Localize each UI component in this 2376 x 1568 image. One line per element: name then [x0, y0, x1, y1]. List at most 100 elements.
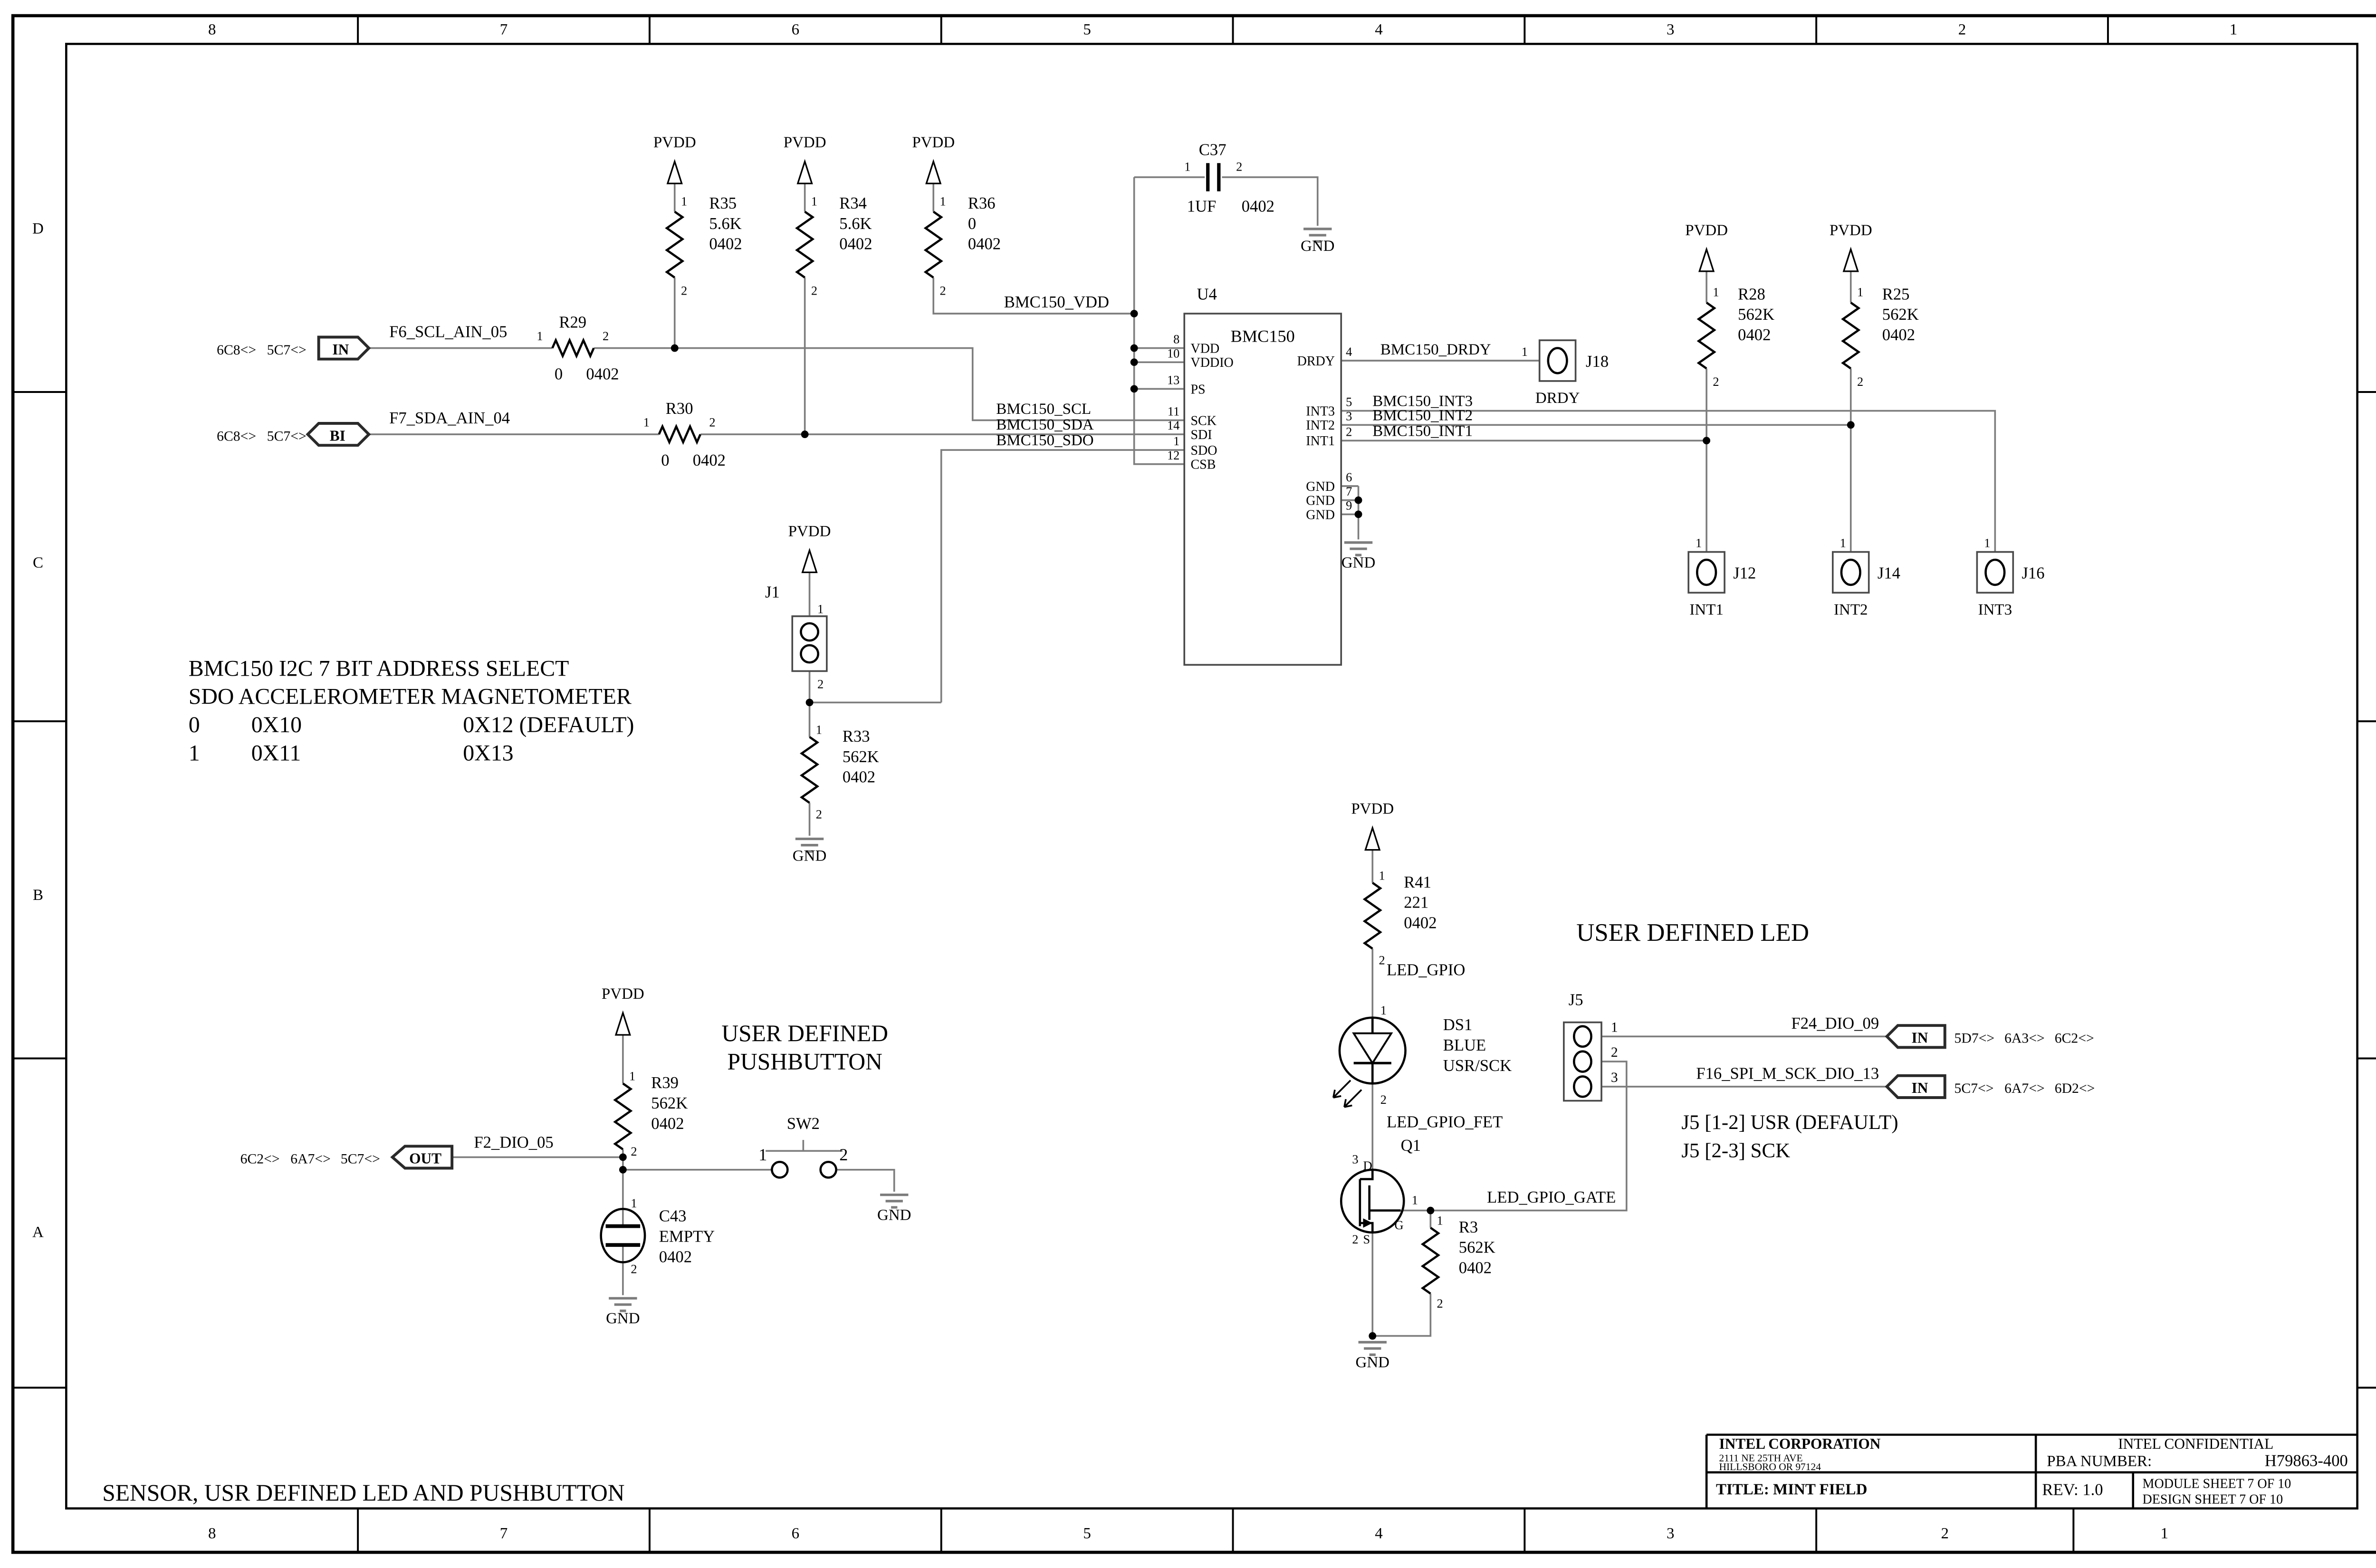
flag-in-j5p3-label: IN [1912, 1080, 1928, 1096]
u4-num-10: 10 [1167, 346, 1179, 360]
r25-fp: 0402 [1882, 326, 1915, 344]
components [552, 163, 2013, 1293]
pvdd-r39: PVDD [602, 985, 644, 1003]
r34-p2: 2 [811, 283, 817, 297]
xref-f16-2: 6A7<> [2004, 1081, 2045, 1096]
q1-ref: Q1 [1401, 1137, 1421, 1155]
pvdd-r35: PVDD [653, 134, 696, 151]
resistor-r28 [1699, 303, 1715, 369]
u4-ref: U4 [1197, 285, 1217, 303]
wire-net-sdo [809, 449, 1185, 704]
note-addr-r1c2: 0X10 [251, 712, 302, 737]
resistor-r34 [797, 212, 813, 278]
xref-f24-2: 6A3<> [2004, 1031, 2045, 1046]
r39-val: 562K [651, 1094, 688, 1112]
note-user-led: USER DEFINED LED [1576, 919, 1809, 947]
net-f24-dio-09: F24_DIO_09 [1791, 1014, 1879, 1033]
u4-pin-sdi: SDI [1190, 428, 1212, 442]
switch-sw2 [766, 1140, 843, 1179]
net-f2-dio-05: F2_DIO_05 [474, 1134, 553, 1152]
flag-bi-sda [306, 422, 371, 447]
u4-pin-int3: INT3 [1306, 404, 1335, 419]
pvdd-symbol [1698, 249, 1715, 272]
net-bmc150-int1: BMC150_INT1 [1372, 422, 1473, 440]
col-bot-4: 4 [1375, 1525, 1383, 1542]
tb-addr1: 2111 NE 25TH AVE [1719, 1453, 1803, 1464]
flag-in-j5p3 [1885, 1074, 1946, 1099]
pvdd-symbol [1843, 249, 1859, 272]
tb-confidential: INTEL CONFIDENTIAL [2118, 1435, 2273, 1452]
note-pushbutton-2: PUSHBUTTON [727, 1049, 882, 1075]
u4-num-3: 3 [1346, 409, 1352, 423]
note-addr-r2c1: 1 [189, 741, 200, 766]
u4-num-1: 1 [1173, 434, 1179, 448]
r36-p2: 2 [939, 283, 946, 297]
col-bot-6: 6 [792, 1525, 800, 1542]
wire-net-scl [369, 347, 1185, 421]
note-pushbutton-1: USER DEFINED [721, 1020, 888, 1046]
col-top-5: 5 [1083, 21, 1091, 38]
u4-pin-sck: SCK [1190, 413, 1217, 428]
note-addr-line2: SDO ACCELEROMETER MAGNETOMETER [189, 684, 632, 709]
j18-name: DRDY [1535, 390, 1580, 407]
gnd-symbol [880, 1195, 908, 1207]
wire-r36-bmc150-vdd [932, 183, 1134, 315]
resistor-r36 [926, 212, 941, 278]
tb-rev: REV: 1.0 [2042, 1481, 2103, 1499]
connector-j16 [1977, 552, 2013, 593]
r36-fp: 0402 [968, 235, 1001, 253]
c37-ref: C37 [1199, 141, 1226, 159]
flag-out-f2-label: OUT [409, 1150, 441, 1167]
pvdd-symbol [925, 161, 941, 184]
pvdd-r34: PVDD [784, 134, 826, 151]
net-bmc150-int2: BMC150_INT2 [1372, 407, 1473, 424]
r29-fp: 0402 [586, 365, 619, 383]
j14-ref: J14 [1878, 564, 1900, 583]
resistor-r29 [552, 340, 594, 356]
capacitor-c43 [600, 1207, 646, 1263]
tb-design-sheet: DESIGN SHEET 7 OF 10 [2143, 1492, 2283, 1507]
r34-p1: 1 [811, 194, 817, 208]
wire-net-gate [1400, 1061, 1628, 1212]
sheet-border [11, 14, 2376, 1554]
r39-p1: 1 [629, 1069, 635, 1083]
u4-pin-drdy: DRDY [1297, 354, 1335, 369]
col-bot-3: 3 [1667, 1525, 1675, 1542]
u4-num-8: 8 [1173, 332, 1179, 346]
wire-vddio-rail [1133, 177, 1185, 465]
c37-fp: 0402 [1242, 198, 1274, 216]
row-left-D: D [32, 220, 44, 238]
c43-p1: 1 [631, 1196, 637, 1210]
r35-p1: 1 [681, 194, 687, 208]
col-top-7: 7 [500, 21, 508, 38]
connector-j18 [1540, 340, 1576, 381]
gnd-q1: GND [1356, 1354, 1390, 1371]
junction-dots [619, 310, 1855, 1340]
j5-p2: 2 [1611, 1045, 1618, 1060]
r33-val: 562K [843, 748, 879, 766]
r29-p1: 1 [537, 329, 543, 343]
r3-p1: 1 [1437, 1213, 1443, 1227]
flag-bi-sda-label: BI [330, 427, 345, 444]
pvdd-r41: PVDD [1351, 801, 1394, 818]
labels-layer: 8765432187654321DCBADCBAINTEL CORPORATIO… [32, 21, 2348, 1542]
pvdd-symbol [615, 1012, 631, 1036]
wire-sw2 [623, 1168, 895, 1192]
sw2-ref: SW2 [787, 1115, 820, 1133]
r3-ref: R3 [1459, 1218, 1478, 1236]
border-ticks [13, 16, 2376, 1552]
r36-p1: 1 [939, 194, 946, 208]
r34-ref: R34 [839, 194, 867, 212]
pvdd-r36: PVDD [912, 134, 955, 151]
r28-fp: 0402 [1738, 326, 1771, 344]
u4-pin-vdd: VDD [1190, 342, 1219, 356]
gnd-r33: GND [793, 848, 827, 865]
j5-p3: 3 [1611, 1070, 1618, 1085]
u4-num-6: 6 [1346, 470, 1352, 484]
mosfet-q1 [1340, 1168, 1405, 1234]
net-bmc150-drdy: BMC150_DRDY [1380, 341, 1491, 358]
col-top-6: 6 [792, 21, 800, 38]
r35-ref: R35 [709, 194, 737, 212]
flag-in-scl [317, 335, 371, 361]
note-addr-r1c1: 0 [189, 712, 200, 737]
